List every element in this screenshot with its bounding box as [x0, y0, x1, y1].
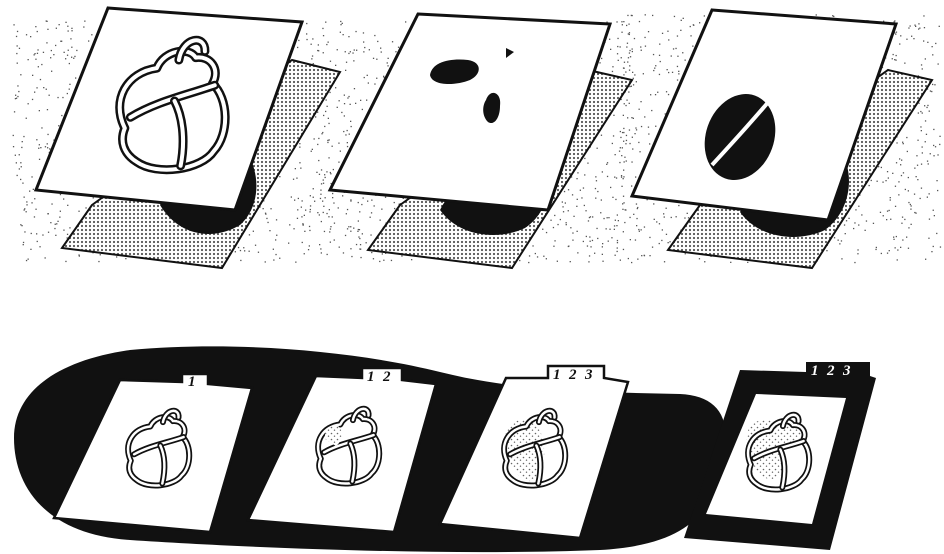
top-panel-3 — [632, 10, 932, 268]
tab-labels: 1 — [188, 374, 196, 390]
tab-label: 3 — [842, 363, 851, 379]
tab-label: 3 — [584, 367, 593, 383]
tab-label: 1 — [188, 374, 196, 390]
tab-label: 2 — [568, 367, 577, 383]
tab-label: 2 — [382, 369, 391, 385]
tab-labels: 1 2 3 — [811, 363, 851, 379]
tab-labels: 1 2 3 — [553, 367, 593, 383]
stencil-card-4: 1 2 3 — [684, 362, 876, 550]
tab-label: 1 — [367, 369, 375, 385]
tab-label: 2 — [826, 363, 835, 379]
top-panel-2 — [330, 14, 632, 268]
tab-label: 1 — [553, 367, 561, 383]
tab-label: 1 — [811, 363, 819, 379]
